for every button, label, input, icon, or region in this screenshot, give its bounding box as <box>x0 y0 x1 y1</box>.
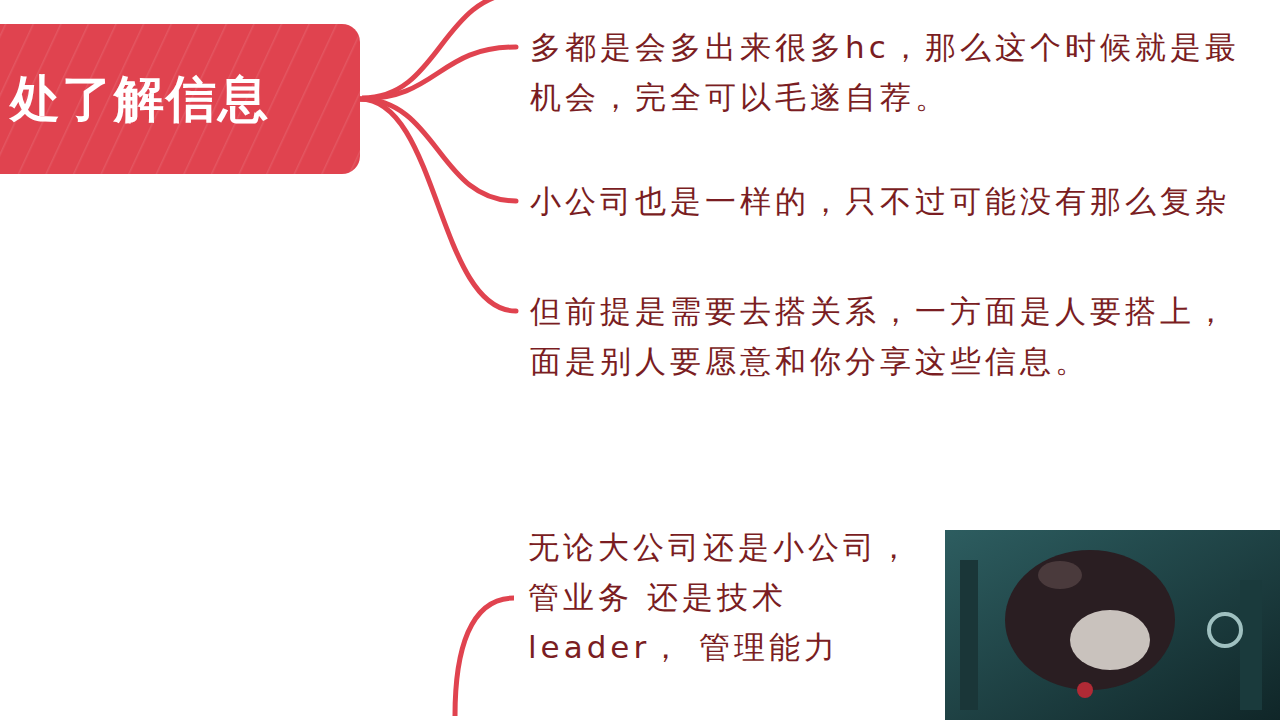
branch-connector <box>360 99 516 201</box>
branch-curve <box>455 598 514 716</box>
branch-text: 小公司也是一样的，只不过可能没有那么复杂 <box>530 176 1270 226</box>
branch-node: 多都是会多出来很多hc，那么这个时候就是最 机会，完全可以毛遂自荐。 <box>530 22 1270 122</box>
branch-connector <box>360 99 516 311</box>
branch-node: 无论大公司还是小公司， 管业务 还是技术leader， 管理能力 <box>528 522 943 672</box>
topic-text: 处了解信息 <box>10 66 270 133</box>
branch-node: 小公司也是一样的，只不过可能没有那么复杂 <box>530 176 1270 226</box>
thumbnail-figure <box>1070 610 1150 670</box>
thumbnail-figure <box>1077 682 1093 698</box>
branch-node: 但前提是需要去搭关系，一方面是人要搭上， 面是别人要愿意和你分享这些信息。 <box>530 286 1270 386</box>
branch-text: 但前提是需要去搭关系，一方面是人要搭上， 面是别人要愿意和你分享这些信息。 <box>530 286 1270 386</box>
thumbnail-figure <box>1209 614 1241 646</box>
thumbnail-ground <box>945 530 1280 720</box>
branch-text: 多都是会多出来很多hc，那么这个时候就是最 机会，完全可以毛遂自荐。 <box>530 22 1270 122</box>
thumbnail-figure <box>1038 561 1082 589</box>
topic-box: 处了解信息 <box>0 24 360 174</box>
branch-text: 无论大公司还是小公司， 管业务 还是技术leader， 管理能力 <box>528 522 943 672</box>
thumbnail-pillar <box>960 560 978 710</box>
video-thumbnail <box>945 530 1280 720</box>
branch-connector <box>360 47 516 99</box>
thumbnail-pillar <box>1240 580 1262 710</box>
thumbnail-figure <box>1005 550 1175 690</box>
